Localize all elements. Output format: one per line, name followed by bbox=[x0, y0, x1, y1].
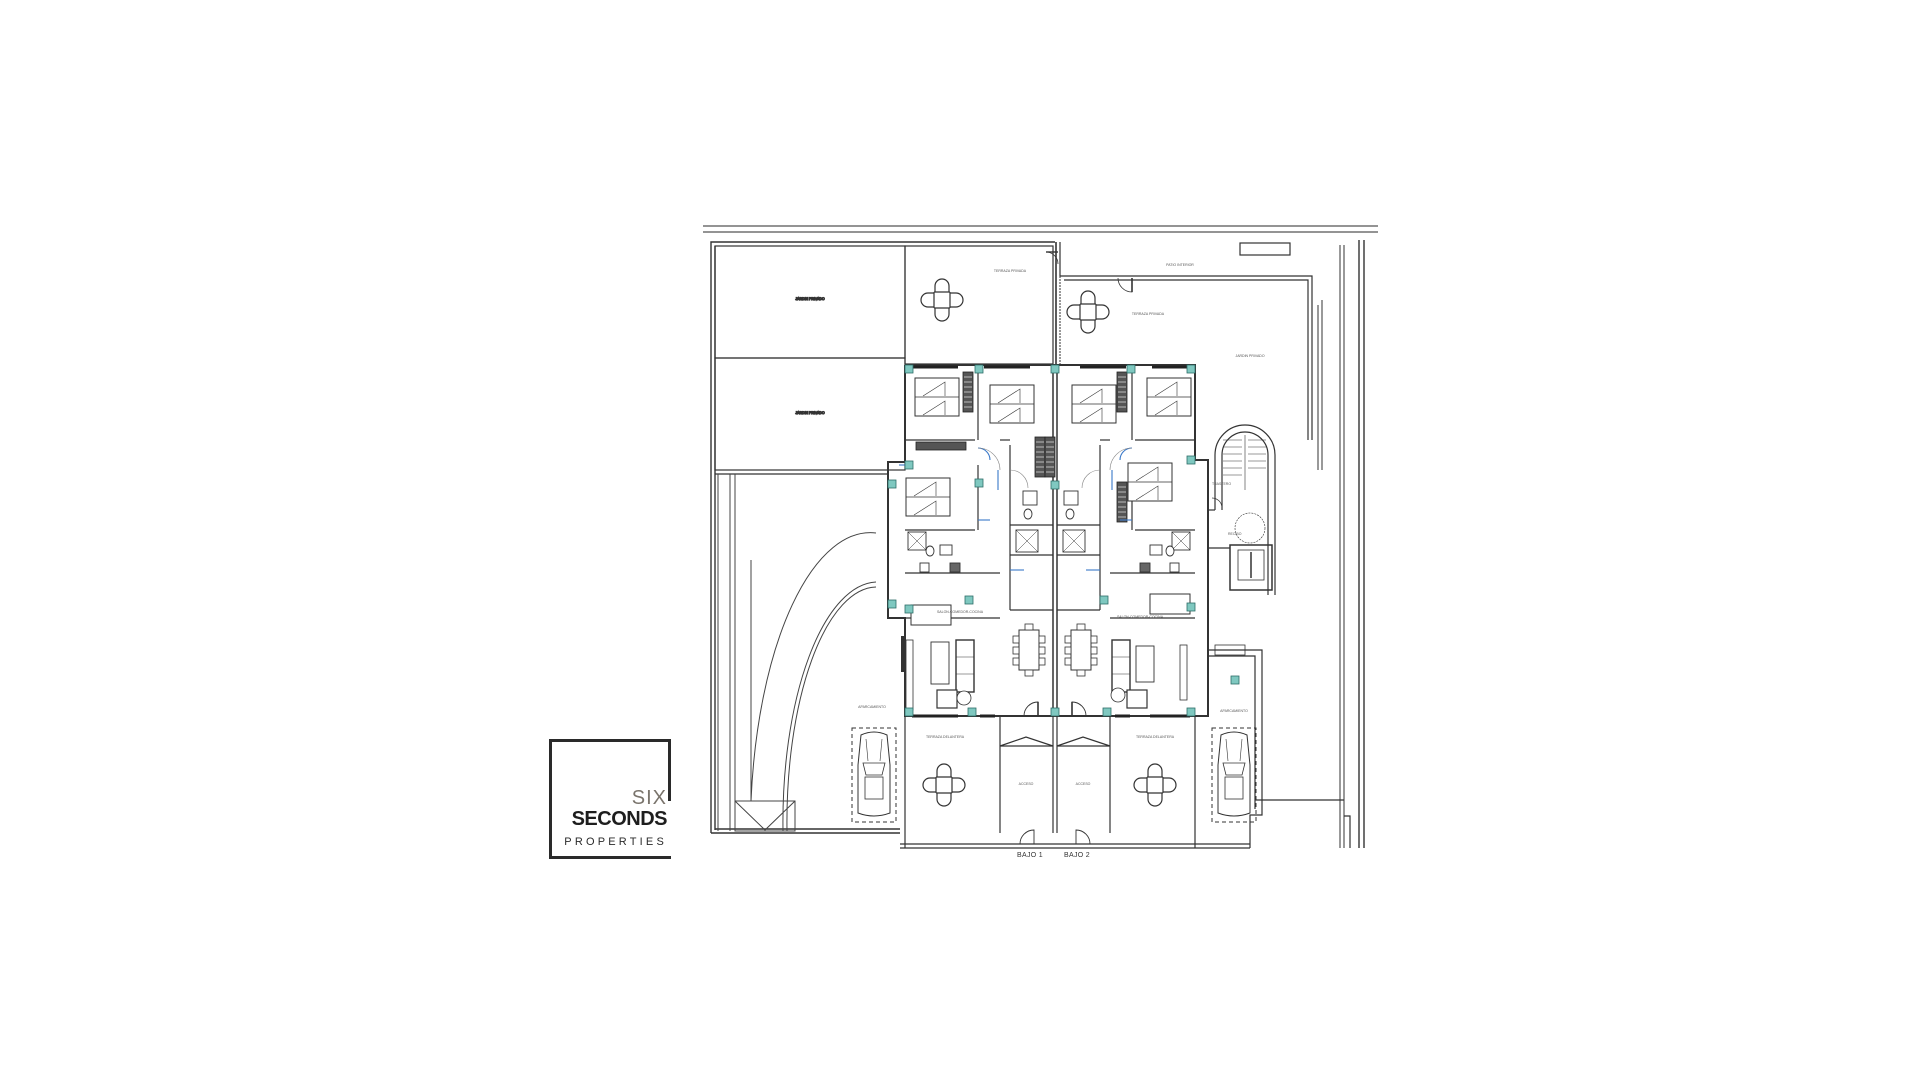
logo-frame bbox=[549, 739, 671, 742]
left-garden-upper: JARDIN PRIVADO bbox=[714, 245, 906, 359]
svg-text:TERRAZA PRIVADA: TERRAZA PRIVADA bbox=[994, 269, 1027, 273]
svg-text:ACCESO: ACCESO bbox=[1019, 782, 1034, 786]
front-terraces bbox=[900, 716, 1250, 849]
logo-text-six: SIX bbox=[631, 787, 667, 809]
svg-text:APARCAMIENTO: APARCAMIENTO bbox=[1220, 709, 1248, 713]
terrace-upper-bajo2: PATIO INTERIOR bbox=[1059, 242, 1313, 440]
six-seconds-logo: SIX SECONDS PROPERTIES bbox=[549, 739, 671, 859]
svg-text:RECIBO: RECIBO bbox=[1228, 532, 1242, 536]
terrace-upper-bajo1: TERRAZA PRIVADA bbox=[904, 245, 1059, 365]
car-parking-bajo2 bbox=[1211, 727, 1257, 823]
living-furniture: SALON-COMEDOR-COCINA SALON-COMEDOR-COCIN… bbox=[901, 593, 1191, 711]
svg-text:JARDIN PRIVADO: JARDIN PRIVADO bbox=[795, 411, 824, 415]
svg-text:TERRAZA DELANTERA: TERRAZA DELANTERA bbox=[926, 735, 965, 739]
wardrobes bbox=[915, 371, 1128, 523]
unit-label-bajo-2: BAJO 2 bbox=[1064, 852, 1090, 859]
logo-frame bbox=[549, 739, 552, 859]
car-parking-bajo1 bbox=[851, 727, 897, 823]
unit-label-bajo-1: BAJO 1 bbox=[1017, 852, 1043, 859]
stair-lift-core: TRASTERO RECIBO bbox=[1208, 424, 1276, 595]
svg-text:SALON-COMEDOR-COCINA: SALON-COMEDOR-COCINA bbox=[1117, 615, 1164, 619]
svg-text:TRASTERO: TRASTERO bbox=[1212, 482, 1231, 486]
logo-text-properties: PROPERTIES bbox=[564, 836, 667, 848]
bathroom-fixtures bbox=[907, 490, 1191, 573]
svg-text:ACCESO: ACCESO bbox=[1076, 782, 1091, 786]
logo-frame bbox=[668, 739, 671, 801]
right-parking-wing: APARCAMIENTO bbox=[1208, 644, 1351, 848]
svg-text:JARDIN PRIVADO: JARDIN PRIVADO bbox=[795, 297, 824, 301]
outdoor-table-front-bajo2 bbox=[1133, 763, 1177, 807]
svg-text:TERRAZA PRIVADA: TERRAZA PRIVADA bbox=[1132, 312, 1165, 316]
logo-text-seconds: SECONDS bbox=[571, 808, 668, 830]
entrance-doors bbox=[1023, 701, 1087, 717]
left-garden-lower: JARDIN PRIVADO bbox=[714, 357, 906, 475]
svg-text:TERRAZA DELANTERA: TERRAZA DELANTERA bbox=[1136, 735, 1175, 739]
outdoor-table-bajo2 bbox=[1066, 290, 1110, 334]
site-top-boundary bbox=[703, 225, 1378, 233]
logo-frame bbox=[549, 856, 671, 859]
left-access-ramp bbox=[717, 474, 877, 832]
svg-text:JARDIN PRIVADO: JARDIN PRIVADO bbox=[1235, 354, 1264, 358]
svg-text:PATIO INTERIOR: PATIO INTERIOR bbox=[1166, 263, 1194, 267]
svg-text:SALON-COMEDOR-COCINA: SALON-COMEDOR-COCINA bbox=[937, 610, 984, 614]
svg-text:APARCAMIENTO: APARCAMIENTO bbox=[858, 705, 886, 709]
outdoor-table-front-bajo1 bbox=[922, 763, 966, 807]
